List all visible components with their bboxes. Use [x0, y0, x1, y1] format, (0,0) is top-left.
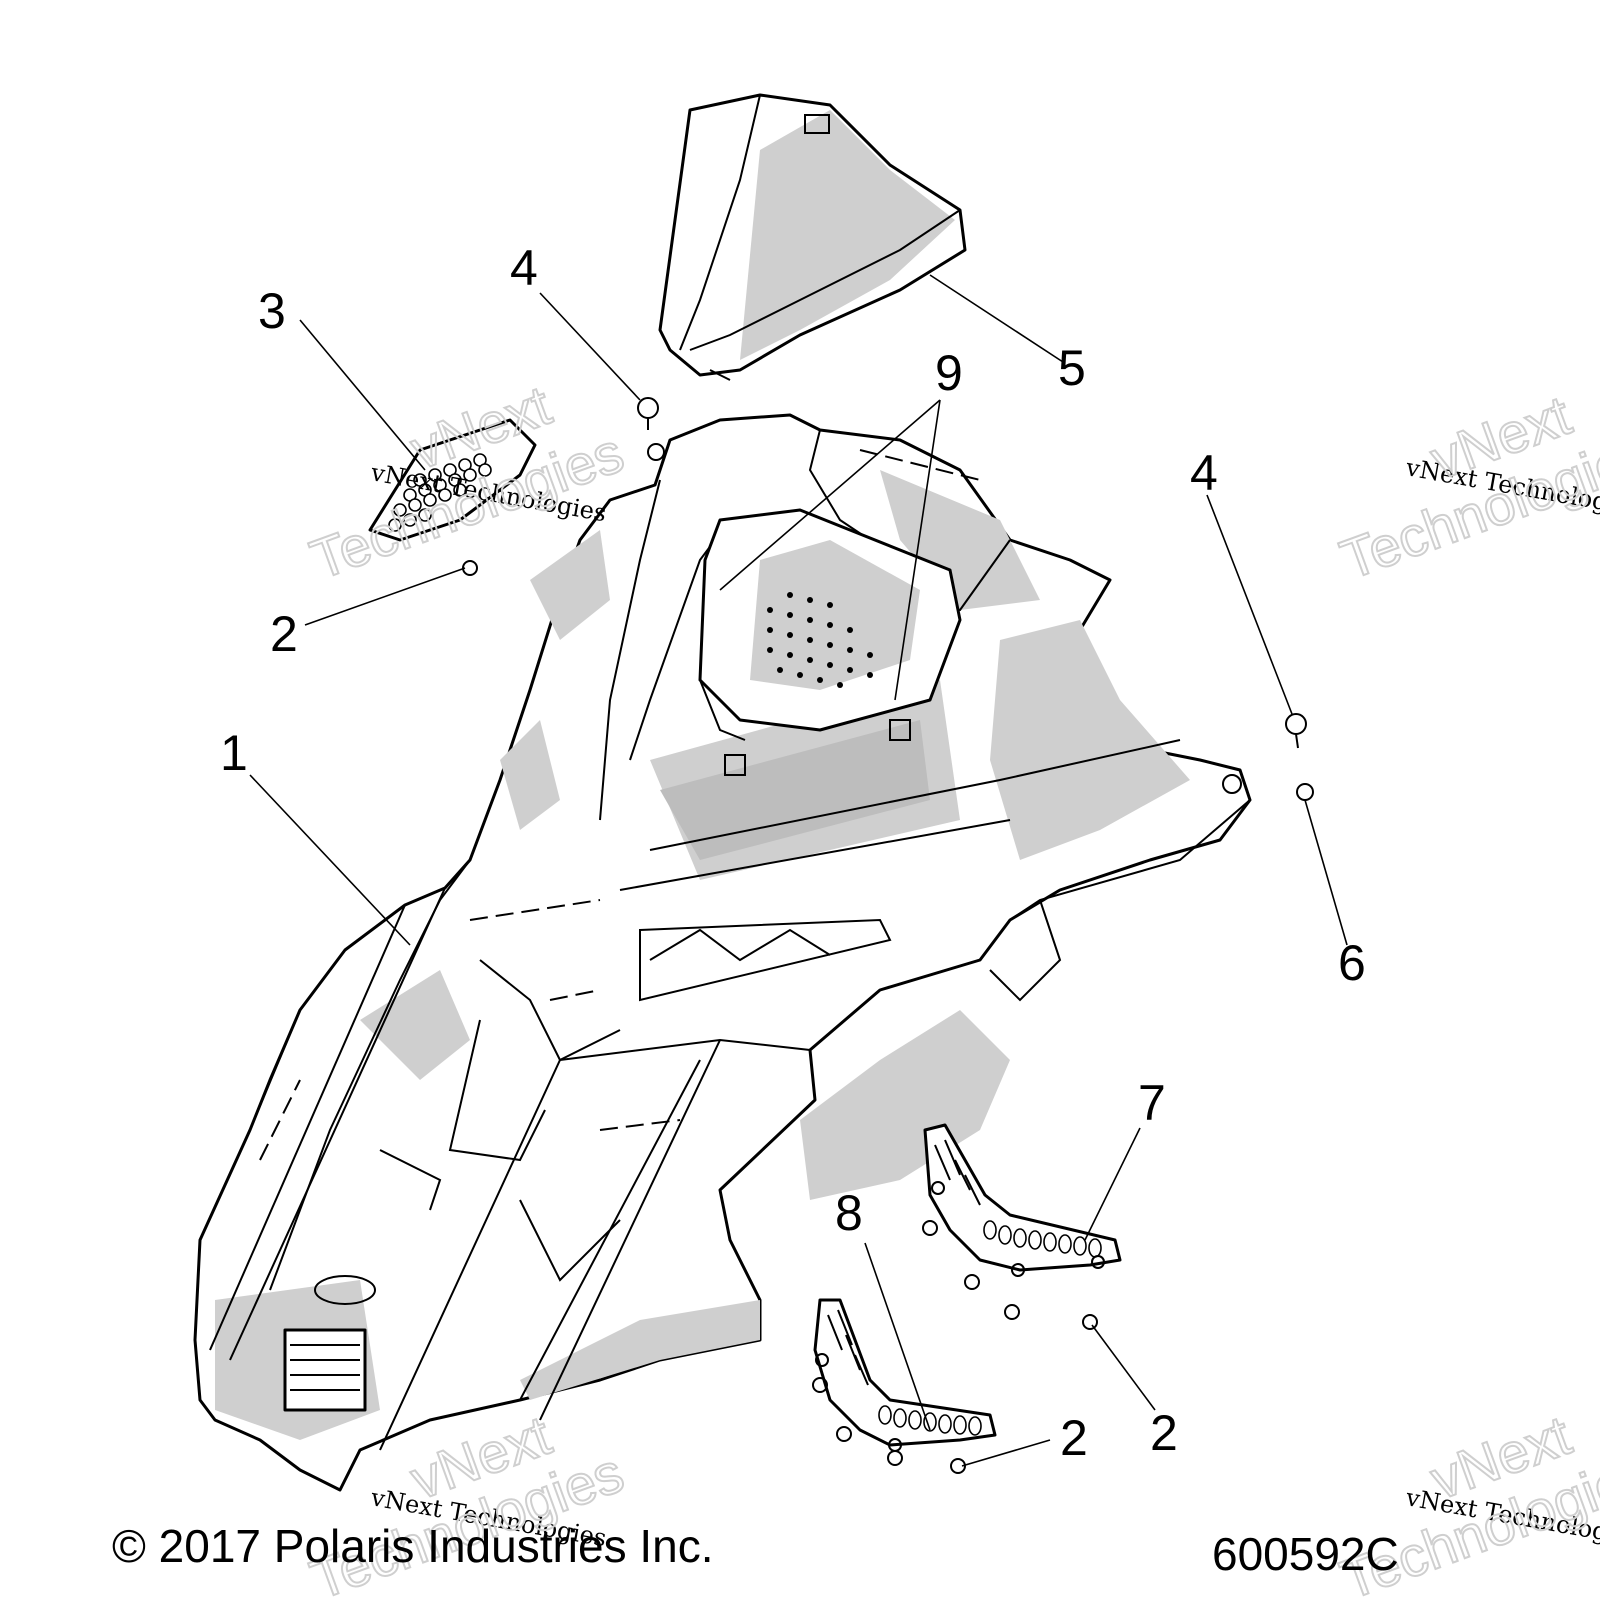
leader-lines	[249, 274, 1348, 1467]
windshield	[658, 93, 967, 381]
mesh-vent-left-holes	[827, 1309, 982, 1436]
callout-3: 3	[258, 283, 286, 339]
callout-2-upper: 2	[270, 606, 298, 662]
mesh-grille-left	[368, 418, 537, 542]
callout-4-left: 4	[510, 240, 538, 296]
nuts	[462, 560, 1098, 1474]
callout-5: 5	[1058, 340, 1086, 396]
footer: © 2017 Polaris Industries Inc. 600592C	[112, 1520, 1399, 1580]
fastener-4-left	[637, 397, 665, 461]
callout-2-lower: 2	[1060, 1410, 1088, 1466]
callout-4-right: 4	[1190, 445, 1218, 501]
callout-1: 1	[220, 725, 248, 781]
callout-2-right: 2	[1150, 1405, 1178, 1461]
hood-body	[193, 413, 1252, 1492]
copyright-notice: © 2017 Polaris Industries Inc.	[112, 1520, 714, 1572]
mesh-vent-left	[813, 1298, 997, 1452]
mesh-vent-right	[923, 1123, 1122, 1277]
front-vent-slots	[290, 1344, 360, 1391]
callout-7: 7	[1138, 1075, 1166, 1131]
drawing-number: 600592C	[1212, 1528, 1399, 1580]
callout-labels: 1 3 2 4 5 9 4 6 7 8 2 2	[220, 240, 1366, 1466]
fastener-4-right	[1285, 713, 1314, 801]
callout-8: 8	[835, 1185, 863, 1241]
callout-9: 9	[935, 345, 963, 401]
callout-6: 6	[1338, 935, 1366, 991]
storage-tray-perforations	[767, 592, 873, 688]
mesh-vent-right-holes	[934, 1139, 1102, 1258]
mesh-grille-left-holes	[388, 453, 492, 532]
